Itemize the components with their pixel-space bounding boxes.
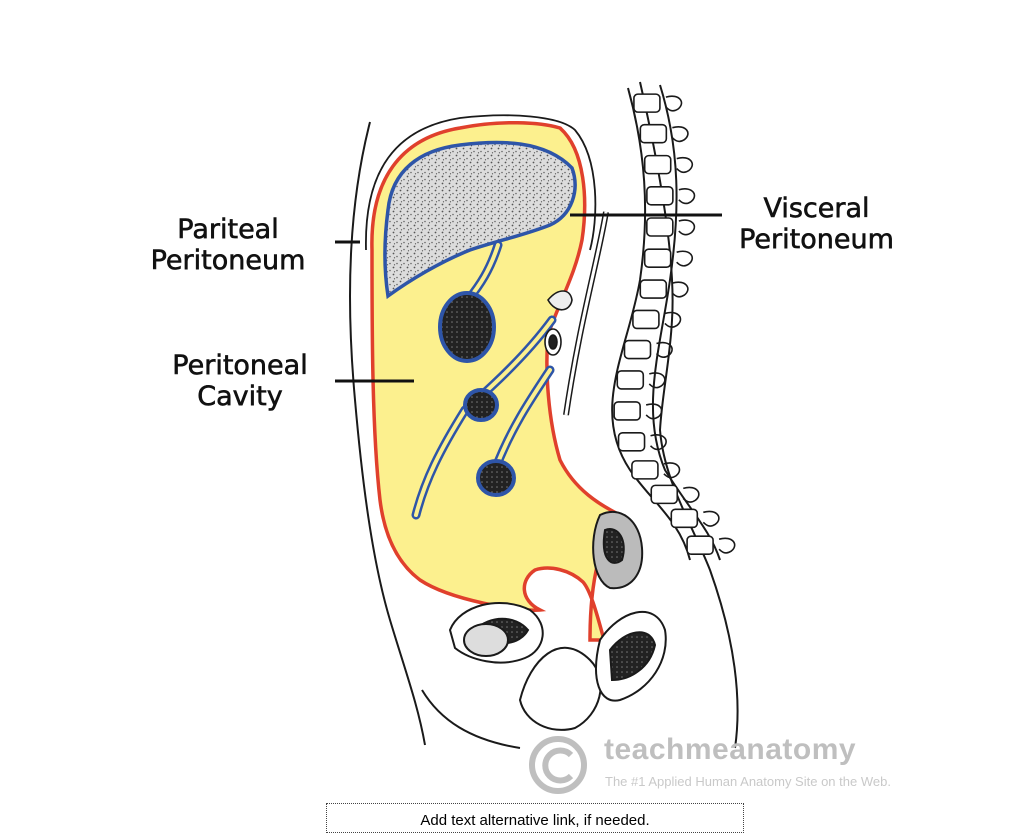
watermark-tagline: The #1 Applied Human Anatomy Site on the… [605,774,891,789]
spinous-process [663,462,681,479]
spinous-process [676,156,693,174]
vertebra [631,460,659,480]
vertebra [623,339,652,360]
leader-lines [335,213,722,383]
vertebra [646,217,674,237]
label-line: Cavity [197,381,283,413]
label-line: Peritoneum [150,245,306,277]
label-line: Peritoneal [172,350,308,382]
spinous-process [665,95,683,112]
vertebra [632,309,660,330]
spinous-process [649,434,667,451]
spinous-process [648,372,666,389]
vertebra [633,93,661,113]
retroperitoneal-organs [544,290,573,356]
spinous-process [678,219,696,236]
label-peritoneal-cavity: Peritoneal Cavity [160,350,320,413]
label-visceral-peritoneum: Visceral Peritoneum [724,193,909,256]
vertebral-column [611,84,736,561]
vertebra [617,431,646,452]
copyright-icon [529,736,587,794]
vertebra [616,370,645,390]
spinous-process [702,510,720,527]
vertebra [650,484,679,505]
watermark-name: teachmeanatomy [604,733,857,766]
spinous-process [645,403,663,420]
label-line: Pariteal [177,214,279,246]
vertebra [643,248,672,268]
vertebra [670,508,699,529]
label-line: Peritoneum [739,224,894,256]
text-alternative-link[interactable]: Add text alternative link, if needed. [326,803,744,833]
spinous-process [655,341,673,358]
label-pariteal-peritoneum: Pariteal Peritoneum [138,214,318,277]
spinous-process [678,188,696,205]
label-line: Visceral [763,193,870,225]
inner-wall-line [365,114,597,251]
spinous-process [676,250,693,267]
liver [383,140,577,300]
spinous-process [664,311,682,328]
vertebra [613,401,641,421]
vertebra [643,154,672,175]
spinous-process [682,486,700,503]
spinous-process [671,281,689,298]
spinous-process [718,537,736,554]
vertebra [646,185,674,206]
vertebra [639,279,668,299]
pelvic-organs [448,510,667,731]
spinous-process [671,126,689,143]
vertebra [639,123,668,144]
intestine-sections [438,291,516,497]
vertebra [686,535,714,555]
